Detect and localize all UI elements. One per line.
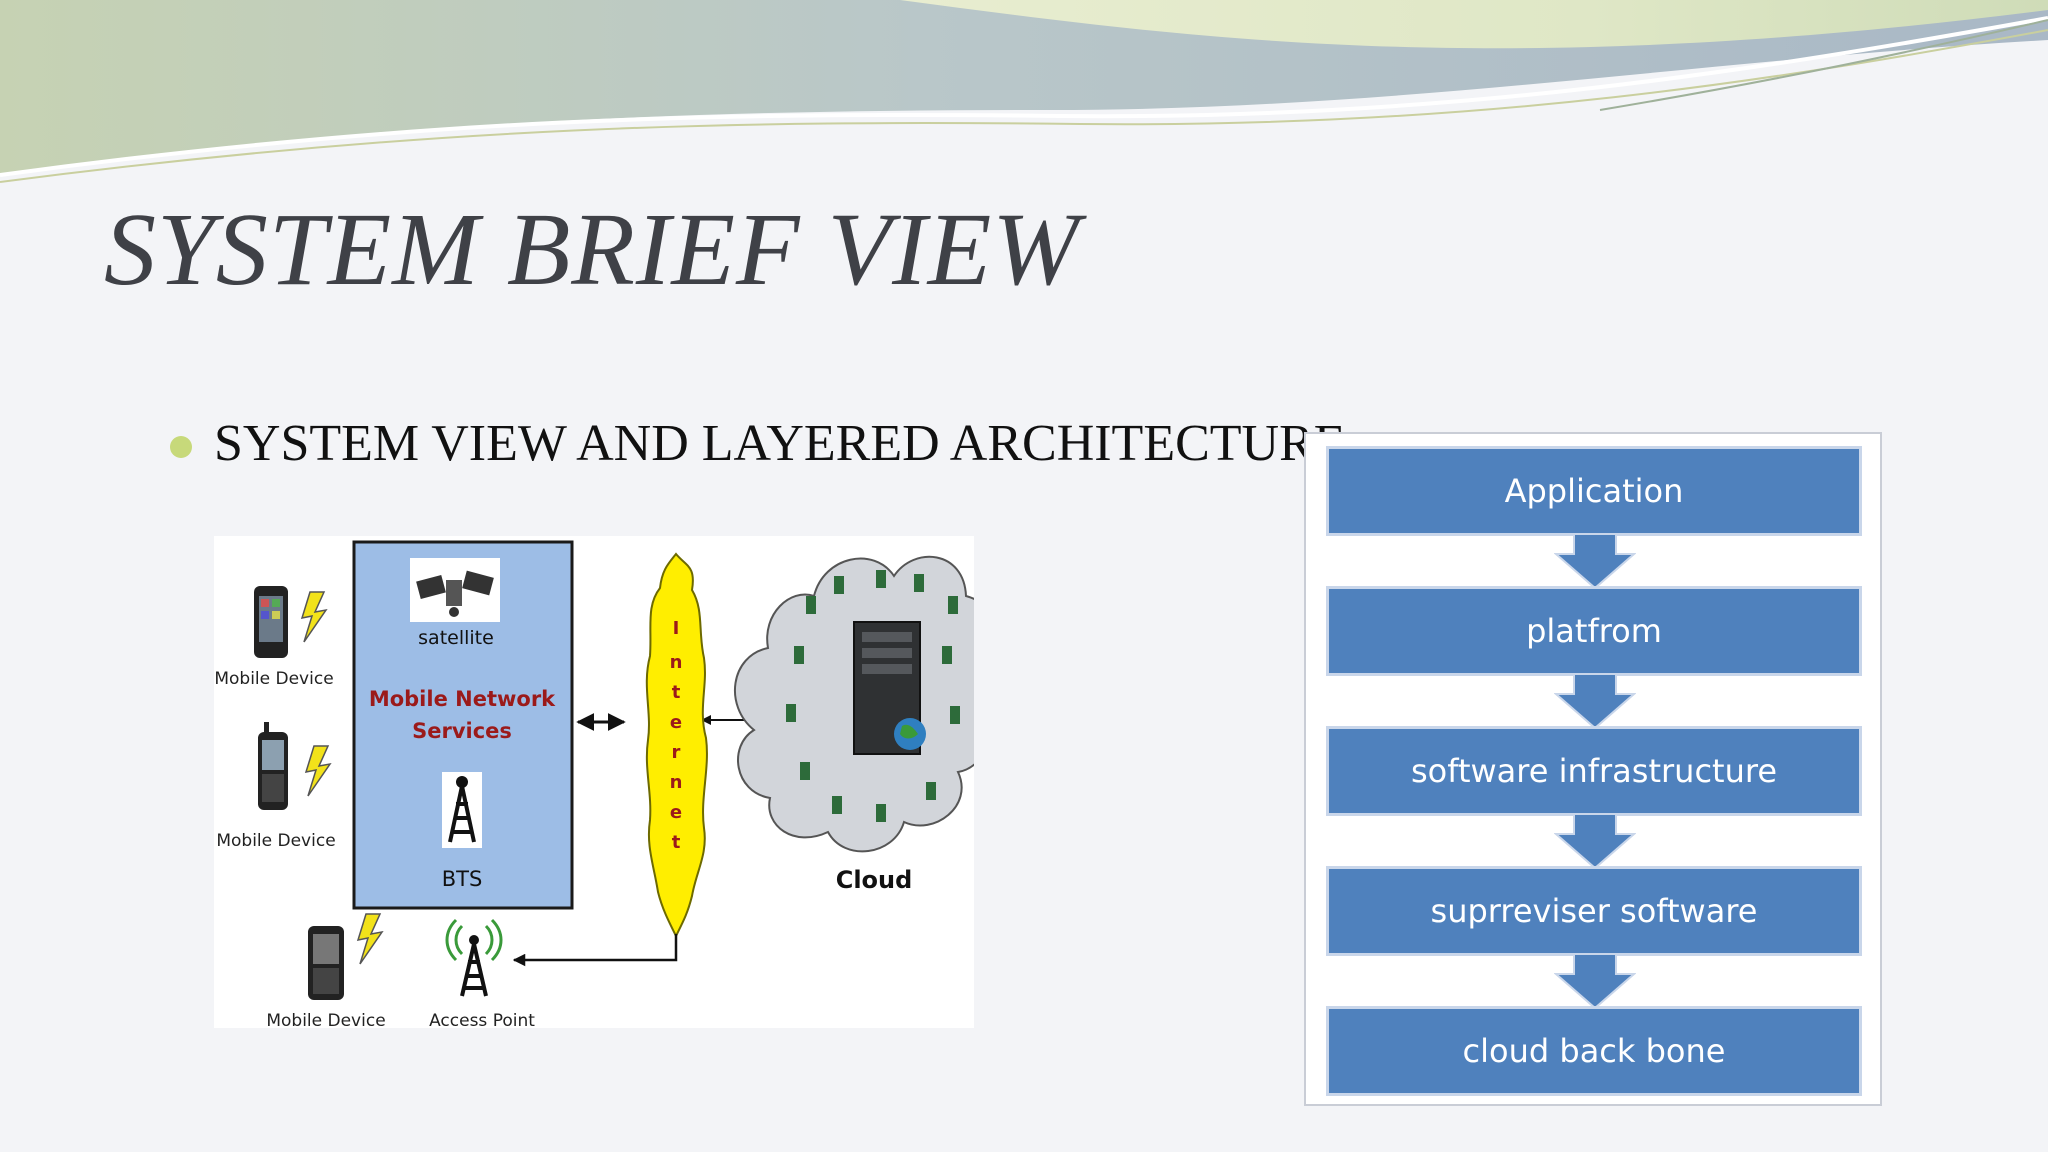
down-arrow-icon (1554, 674, 1636, 730)
bts-label: BTS (442, 867, 483, 891)
internet-letter: e (670, 802, 682, 823)
header-wave-decoration (0, 0, 2048, 183)
slide-title: SYSTEM BRIEF VIEW (104, 192, 1080, 307)
bullet-dot-icon (170, 436, 192, 458)
down-arrow-icon (1554, 954, 1636, 1010)
lightning-icon (300, 591, 328, 643)
layer-box-application: Application (1326, 446, 1862, 536)
layered-architecture-diagram: Application platfrom software infrastruc… (1304, 432, 1882, 1106)
access-point-icon (445, 918, 503, 997)
cloud-icon (733, 555, 974, 853)
cloud-label: Cloud (836, 866, 913, 894)
internet-access-point-arrow (512, 934, 678, 967)
down-arrow-icon (1554, 814, 1636, 870)
lightning-icon (304, 745, 332, 797)
mobile-device-label: Mobile Device (214, 669, 333, 689)
internet-letter: n (670, 772, 683, 793)
internet-letter: n (670, 652, 683, 673)
satellite-label: satellite (418, 627, 494, 649)
layer-box-cloud-back-bone: cloud back bone (1326, 1006, 1862, 1096)
mobile-device-label: Mobile Device (266, 1011, 385, 1028)
mobile-phone-icon (258, 722, 288, 810)
mobile-phone-icon (308, 926, 344, 1000)
mobile-network-label: Services (412, 719, 512, 743)
internet-letter: t (672, 832, 681, 853)
internet-letter: t (672, 682, 681, 703)
layer-box-supervisor-software: suprreviser software (1326, 866, 1862, 956)
satellite-icon (410, 558, 500, 622)
layer-box-platform: platfrom (1326, 586, 1862, 676)
system-view-diagram: Mobile Device Mobile Device satellite Mo… (214, 536, 974, 1028)
internet-letter: e (670, 712, 682, 733)
lightning-icon (356, 913, 384, 965)
internet-letter: I (673, 618, 680, 639)
layer-box-software-infrastructure: software infrastructure (1326, 726, 1862, 816)
down-arrow-icon (1554, 534, 1636, 590)
mobile-phone-icon (254, 586, 288, 658)
internet-letter: r (672, 742, 681, 763)
mobile-network-label: Mobile Network (369, 687, 556, 711)
access-point-label: Access Point (429, 1011, 535, 1028)
bullet-text: SYSTEM VIEW AND LAYERED ARCHITECTURE (214, 415, 1346, 472)
mobile-device-label: Mobile Device (216, 831, 335, 851)
bts-tower-icon (442, 772, 482, 848)
